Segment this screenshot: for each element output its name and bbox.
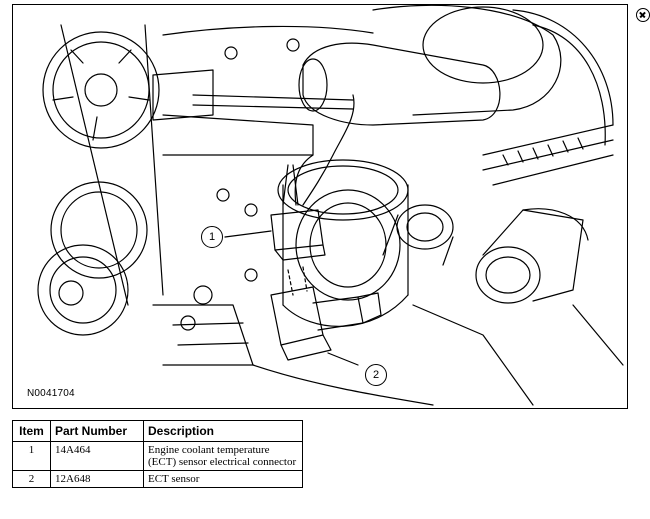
engine-line-drawing	[37, 5, 624, 406]
parts-table: Item Part Number Description 1 14A464 En…	[12, 420, 303, 488]
callout-2: 2	[365, 364, 387, 386]
cell-part-number: 14A464	[50, 441, 144, 471]
cell-item: 2	[12, 470, 51, 488]
cell-description: ECT sensor	[143, 470, 303, 488]
table-header-row: Item Part Number Description	[12, 420, 303, 442]
cell-item: 1	[12, 441, 51, 471]
figure-id-label: N0041704	[27, 388, 75, 399]
callout-1: 1	[201, 226, 223, 248]
table-row: 2 12A648 ECT sensor	[12, 470, 303, 488]
header-description: Description	[143, 420, 303, 442]
figure-frame: 1 2 N0041704	[12, 4, 628, 409]
header-part-number: Part Number	[50, 420, 144, 442]
cell-part-number: 12A648	[50, 470, 144, 488]
table-row: 1 14A464 Engine coolant temperature (ECT…	[12, 441, 303, 471]
header-item: Item	[12, 420, 51, 442]
cell-description: Engine coolant temperature (ECT) sensor …	[143, 441, 303, 471]
zoom-close-icon[interactable]	[636, 8, 650, 22]
